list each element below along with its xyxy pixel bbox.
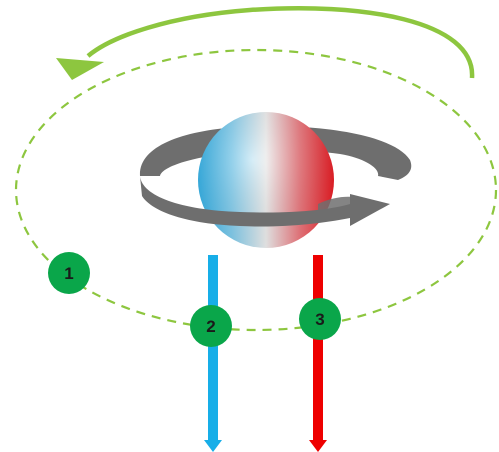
orbit-path xyxy=(14,48,498,332)
marker-2: 2 xyxy=(190,305,232,347)
marker-3-label: 3 xyxy=(315,310,324,329)
marker-2-label: 2 xyxy=(206,317,215,336)
curved-arrow-icon xyxy=(56,6,475,80)
ring-back xyxy=(139,126,412,180)
marker-3: 3 xyxy=(299,298,341,340)
ring-arrow-icon xyxy=(140,176,390,227)
marker-1: 1 xyxy=(48,252,90,294)
beam-3 xyxy=(309,255,327,452)
sphere xyxy=(198,112,334,248)
marker-1-label: 1 xyxy=(64,264,73,283)
beam-2 xyxy=(204,255,222,452)
